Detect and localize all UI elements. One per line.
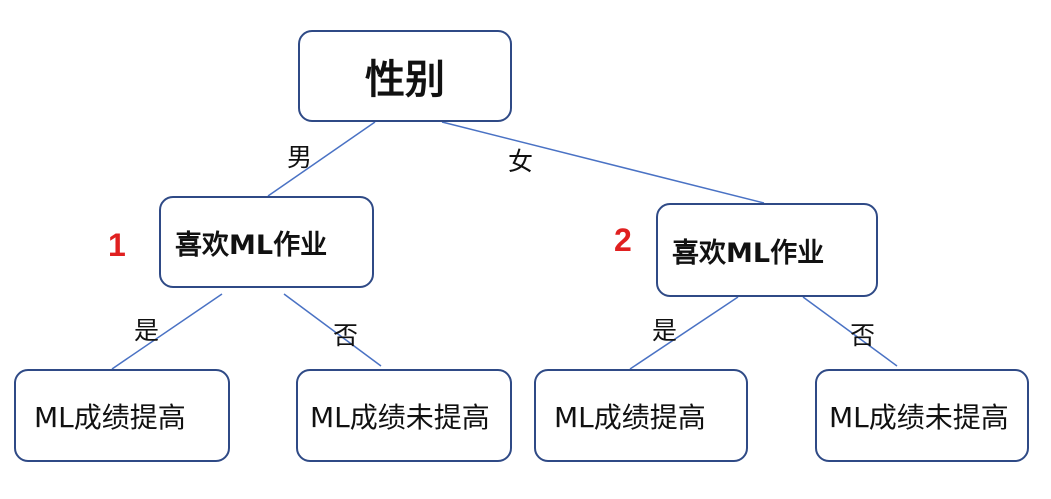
edge-label-left-no: 否 xyxy=(333,321,359,350)
edge-label-right-no: 否 xyxy=(850,321,876,350)
left-node-likes-ml-homework: 喜欢ML作业 xyxy=(159,196,374,288)
edge-left-no xyxy=(283,293,382,367)
edge-root-male xyxy=(267,121,376,197)
leaf-left-yes-label: ML成绩提高 xyxy=(34,400,186,434)
leaf-left-no-label: ML成绩未提高 xyxy=(310,400,490,434)
leaf-left-yes: ML成绩提高 xyxy=(14,369,230,462)
leaf-left-no: ML成绩未提高 xyxy=(296,369,512,462)
edge-label-male: 男 xyxy=(287,143,313,172)
root-node-gender: 性别 xyxy=(298,30,512,122)
leaf-right-yes-label: ML成绩提高 xyxy=(554,400,706,434)
right-node-likes-ml-homework: 喜欢ML作业 xyxy=(656,203,878,297)
edge-label-female: 女 xyxy=(508,147,534,176)
edge-label-right-yes: 是 xyxy=(652,316,678,345)
leaf-right-no: ML成绩未提高 xyxy=(815,369,1029,462)
leaf-right-yes: ML成绩提高 xyxy=(534,369,748,462)
node-number-2: 2 xyxy=(614,222,632,258)
edge-label-left-yes: 是 xyxy=(134,316,160,345)
root-label: 性别 xyxy=(365,57,445,103)
edge-left-yes xyxy=(111,293,223,370)
edge-right-no xyxy=(802,296,898,367)
edge-right-yes xyxy=(629,296,739,370)
leaf-right-no-label: ML成绩未提高 xyxy=(829,400,1009,434)
right-node-label: 喜欢ML作业 xyxy=(672,237,825,269)
edge-root-female xyxy=(441,121,765,204)
node-number-1: 1 xyxy=(108,227,126,263)
left-node-label: 喜欢ML作业 xyxy=(175,229,328,261)
